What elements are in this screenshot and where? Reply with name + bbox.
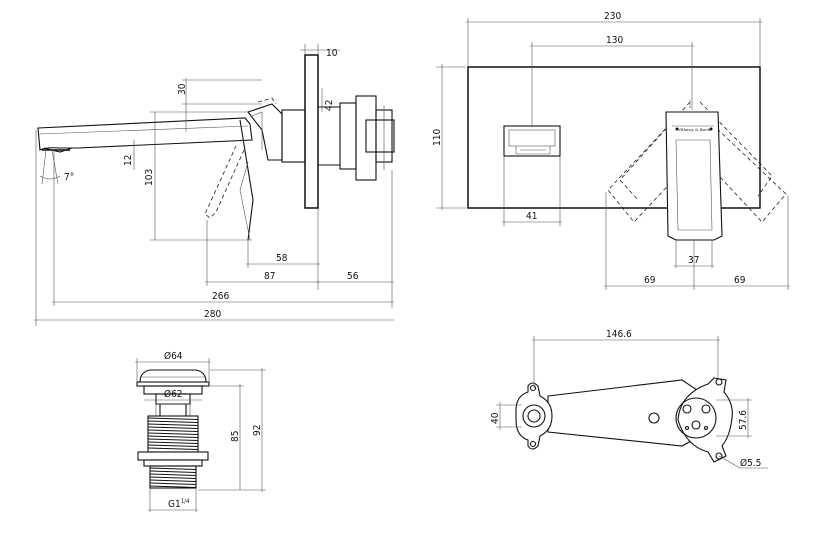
dim-110: 110: [432, 129, 443, 146]
front-view: Villeroy & Boch 230 130 110 41 37 69 69: [432, 11, 790, 290]
waste-view: Ø64 Ø62 85 92 G11/4: [135, 350, 266, 512]
handle-rotation-right: [705, 123, 787, 223]
bracket-view: 146.6 40 57.6 Ø5.5: [490, 329, 768, 469]
dim-146: 146.6: [606, 329, 632, 340]
dim-230: 230: [604, 11, 621, 22]
dim-12: 12: [123, 155, 134, 166]
dim-58: 58: [276, 253, 288, 264]
dim-angle: 7°: [64, 172, 74, 183]
bracket-valve-disc: [675, 397, 717, 439]
dim-thread: G11/4: [168, 498, 190, 510]
handle-swing-outline: [204, 145, 245, 219]
dim-41: 41: [526, 211, 537, 222]
lever-handle: [247, 103, 283, 161]
dim-103: 103: [144, 169, 155, 186]
dim-69-left: 69: [644, 275, 656, 286]
bracket-left-mount: [515, 382, 553, 450]
dim-85: 85: [230, 431, 241, 442]
dim-56: 56: [347, 271, 359, 282]
dim-92: 92: [252, 425, 263, 436]
brand-logo: Villeroy & Boch: [677, 127, 710, 132]
dim-130: 130: [606, 35, 623, 46]
waste-tail: [149, 465, 197, 489]
spout-outlet: [503, 125, 561, 157]
dim-d5-5: Ø5.5: [740, 457, 761, 469]
dim-42: 42: [324, 100, 335, 111]
waste-nut: [137, 451, 209, 461]
wall-plate-side: [304, 54, 319, 209]
dim-d62: Ø62: [164, 388, 183, 400]
bracket-right-mount: [677, 377, 733, 463]
dim-40: 40: [490, 412, 501, 424]
dim-87: 87: [264, 271, 275, 282]
dim-266: 266: [212, 291, 229, 302]
waste-thread: [147, 417, 199, 488]
spout: [37, 117, 253, 151]
dim-280: 280: [204, 309, 221, 320]
bracket-left-port-outer: [522, 404, 546, 428]
dim-10: 10: [326, 48, 338, 59]
dim-69-right: 69: [734, 275, 746, 286]
wall-plate-front: [467, 66, 761, 209]
side-view: 10 30 42 103 12 7° 58 87 56: [34, 44, 395, 326]
dim-57-6: 57.6: [738, 410, 749, 430]
dim-30: 30: [177, 83, 188, 95]
handle-rotation-left: [607, 123, 691, 223]
handle-front: [665, 111, 723, 241]
valve-body: [281, 109, 306, 163]
waste-cap: [139, 369, 207, 383]
dim-d64: Ø64: [164, 350, 183, 362]
valve-cartridge: [339, 102, 357, 170]
bracket-center-hole: [648, 412, 660, 424]
bracket-left-port-inner: [527, 409, 541, 423]
